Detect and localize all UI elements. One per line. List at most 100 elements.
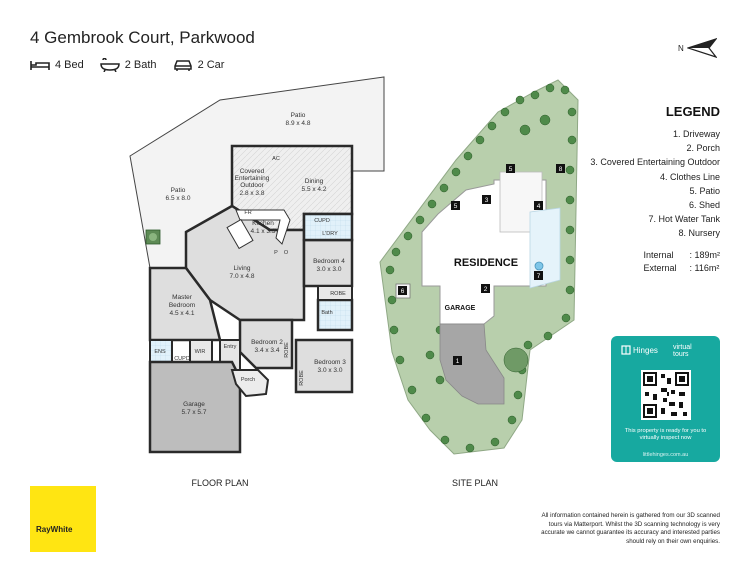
cupd-label: CUPD (314, 218, 330, 224)
bedroom3-size: 3.0 x 3.0 (318, 367, 343, 374)
hinges-url[interactable]: littlehinges.com.au (642, 452, 689, 458)
robe-right-label: ROBE (330, 291, 346, 297)
laundry-floor (302, 212, 354, 242)
raywhite-logo: RayWhite (30, 486, 96, 552)
patio-top-name: Patio (291, 112, 306, 119)
marker-1: 1 (456, 358, 460, 365)
legend-item: 1. Driveway (672, 129, 720, 139)
legend-item: 3. Covered Entertaining Outdoor (590, 157, 720, 168)
legend-item: 8. Nursery (678, 228, 720, 239)
beds-feature: 4 Bed (30, 59, 84, 71)
garage-floor (148, 360, 242, 454)
covered-name-1: Covered (240, 168, 265, 175)
site-markers: 1 2 3 4 5 5 6 7 8 (398, 164, 565, 365)
covered-size: 2.8 x 3.8 (240, 190, 265, 197)
oven-label: O (284, 250, 289, 256)
virtual-tour-card[interactable]: Hinges virtual tours This property is re… (611, 336, 720, 462)
master-floor (148, 266, 222, 342)
legend-item: 5. Patio (689, 185, 720, 196)
site-driveway (439, 323, 505, 405)
robe-right-floor (317, 285, 353, 301)
marker-6: 6 (401, 288, 405, 295)
marker-8: 8 (559, 166, 563, 173)
disclaimer: All information contained herein is gath… (541, 512, 720, 545)
baths-label: 2 Bath (124, 59, 157, 71)
covered-name-2: Entertaining (235, 175, 270, 182)
fridge-label: FR (244, 210, 251, 216)
patio-left-size: 6.5 x 8.0 (166, 195, 191, 202)
marker-2: 2 (484, 286, 488, 293)
marker-3: 3 (485, 197, 489, 204)
living-name: Living (234, 265, 251, 272)
bedroom3-floor (294, 338, 354, 394)
master-size: 4.5 x 4.1 (170, 310, 195, 317)
bath-label: Bath (321, 310, 332, 316)
legend-item: 7. Hot Water Tank (648, 214, 720, 225)
cars-label: 2 Car (197, 59, 225, 71)
property-title: 4 Gembrook Court, Parkwood (30, 28, 255, 47)
garage-name: Garage (183, 401, 205, 408)
qr-code[interactable] (641, 370, 691, 420)
legend-item: 4. Clothes Line (659, 171, 720, 182)
wir-label: WIR (195, 349, 206, 355)
property-features: 4 Bed 2 Bath 2 Car (30, 58, 240, 72)
internal-area-value: : 189m² (689, 249, 720, 260)
living-size: 7.0 x 4.8 (230, 273, 255, 280)
bedroom4-size: 3.0 x 3.0 (317, 266, 342, 273)
kitchen-name: Kitchen (252, 220, 274, 227)
legend-title: LEGEND (665, 104, 720, 119)
floor-plan-label: FLOOR PLAN (191, 478, 248, 488)
baths-feature: 2 Bath (99, 58, 157, 72)
hinges-logo: Hinges (621, 345, 660, 355)
entry-label: Entry (224, 344, 237, 350)
legend: LEGEND 1. Driveway 2. Porch 3. Covered E… (575, 104, 720, 275)
porch-label: Porch (241, 377, 255, 383)
ac-label: AC (272, 156, 280, 162)
car-icon (173, 59, 192, 71)
robe-bed3-label: ROBE (299, 370, 305, 386)
site-trees (385, 83, 577, 453)
marker-5a: 5 (509, 166, 513, 173)
north-arrow: N (678, 38, 717, 58)
hot-water-tank (534, 261, 544, 271)
qr-code-icon (643, 372, 689, 418)
legend-item: 6. Shed (688, 200, 720, 211)
porch-floor (230, 369, 270, 398)
site-plan-label: SITE PLAN (452, 478, 498, 488)
marker-4: 4 (537, 203, 541, 210)
bath-icon (99, 58, 120, 72)
external-area-value: : 116m² (689, 262, 720, 273)
laundry-label: L'DRY (322, 231, 338, 237)
north-label: N (678, 43, 684, 53)
covered-name-3: Outdoor (240, 182, 264, 189)
site-garage-label: GARAGE (445, 305, 476, 312)
kitchen-counter (235, 209, 291, 245)
robe-bed2-label: ROBE (284, 342, 290, 358)
dining-name: Dining (305, 178, 324, 185)
patio-left-name: Patio (171, 187, 186, 194)
bedroom4-name: Bedroom 4 (313, 258, 345, 265)
bed-icon (30, 61, 50, 70)
virtual-tour-message: This property is ready for you to virtua… (624, 428, 707, 441)
kitchen-island (226, 218, 254, 250)
external-area-label: External (643, 262, 677, 273)
marker-5b: 5 (454, 203, 458, 210)
master-name-2: Bedroom (169, 302, 195, 309)
cupd-ens-label: CUPD (174, 356, 190, 362)
bedroom2-name: Bedroom 2 (251, 339, 283, 346)
virtual-tours-tag: virtual tours (673, 344, 692, 358)
garage-size: 5.7 x 5.7 (182, 409, 207, 416)
compass-arrow-icon (686, 38, 717, 58)
master-name-1: Master (172, 294, 193, 301)
site-plan: RESIDENCE GARAGE 1 2 3 4 5 5 6 7 8 (379, 79, 579, 455)
virtual-tag-line-1: virtual (673, 344, 692, 351)
internal-area-label: Internal (643, 249, 674, 260)
bedroom2-size: 3.4 x 3.4 (255, 347, 280, 354)
bath-floor (316, 298, 354, 332)
tree-icon (145, 229, 161, 245)
kitchen-size: 4.1 x 3.3 (251, 228, 276, 235)
legend-item: 2. Porch (686, 143, 720, 154)
marker-7: 7 (537, 273, 541, 280)
beds-label: 4 Bed (55, 59, 84, 71)
